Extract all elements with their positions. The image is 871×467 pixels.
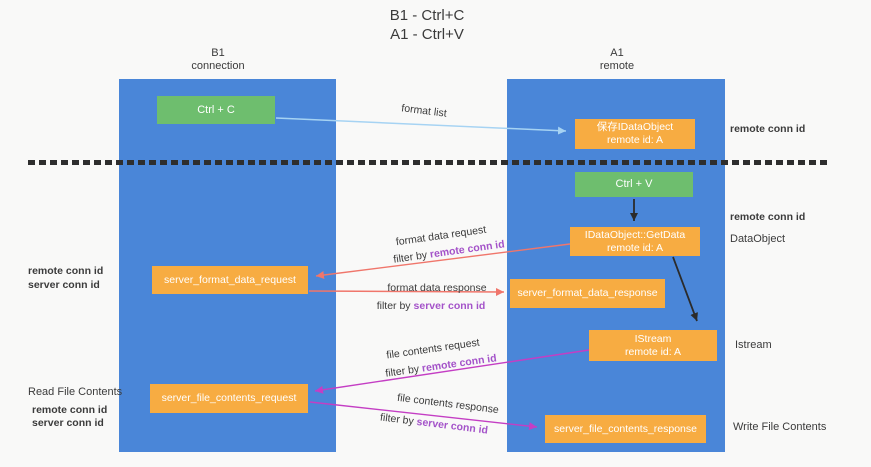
title-line-1: B1 - Ctrl+C: [389, 7, 465, 24]
format-list-label: format list: [400, 102, 448, 120]
server-format-data-request-label: server_format_data_request: [164, 273, 296, 286]
filter-by-text: filter by: [384, 363, 420, 380]
annotation-istream: Istream: [735, 339, 772, 351]
ctrl-v-label: Ctrl + V: [615, 178, 653, 190]
annotation-left-server-conn-id-1: server conn id: [28, 279, 100, 291]
remote-conn-id-text: remote conn id: [421, 352, 498, 375]
server-file-contents-request-node: server_file_contents_request: [150, 384, 308, 413]
filter-by-text: filter by: [392, 249, 428, 266]
getdata-line1: IDataObject::GetData: [584, 228, 686, 241]
file-contents-response-label: file contents response: [396, 391, 500, 417]
annotation-left-remote-conn-id-1: remote conn id: [28, 265, 104, 277]
right-column-subtitle: remote: [599, 60, 635, 72]
right-column-name: A1: [610, 47, 624, 59]
ctrl-c-node: Ctrl + C: [157, 96, 275, 124]
left-column-subtitle: connection: [191, 60, 245, 72]
title-line-2: A1 - Ctrl+V: [390, 26, 464, 43]
server-conn-id-text: server conn id: [413, 300, 486, 312]
getdata-node: IDataObject::GetData remote id: A: [570, 227, 700, 256]
format-data-response-label: format data response: [387, 282, 487, 294]
server-file-contents-request-label: server_file_contents_request: [161, 392, 297, 404]
istream-line1: IStream: [634, 332, 672, 345]
save-dataobject-node: 保存IDataObject remote id: A: [575, 119, 695, 149]
right-column-header: A1 remote: [567, 47, 667, 73]
annotation-left-server-conn-id-2: server conn id: [32, 417, 104, 429]
left-column-header: B1 connection: [168, 47, 268, 73]
left-column-name: B1: [211, 47, 225, 59]
ctrl-c-label: Ctrl + C: [197, 103, 235, 116]
session-separator-line: [28, 160, 830, 165]
annotation-left-remote-conn-id-2: remote conn id: [32, 404, 108, 416]
getdata-line2: remote id: A: [606, 241, 664, 254]
ctrl-v-node: Ctrl + V: [575, 172, 693, 197]
save-dataobject-line2: remote id: A: [606, 134, 664, 146]
filter-by-text: filter by: [376, 300, 411, 312]
save-dataobject-line1: 保存IDataObject: [596, 121, 674, 133]
server-file-contents-response-node: server_file_contents_response: [545, 415, 706, 443]
annotation-dataobject: DataObject: [730, 233, 786, 245]
server-format-data-response-node: server_format_data_response: [510, 279, 665, 308]
server-conn-id-text: server conn id: [415, 415, 489, 437]
annotation-write-file-contents: Write File Contents: [733, 421, 827, 433]
annotation-remote-conn-id-mid: remote conn id: [730, 211, 806, 223]
annotation-read-file-contents: Read File Contents: [28, 386, 123, 398]
annotation-remote-conn-id-top: remote conn id: [730, 123, 806, 135]
istream-node: IStream remote id: A: [589, 330, 717, 361]
filter-by-text: filter by: [379, 411, 415, 428]
server-format-data-response-label: server_format_data_response: [517, 287, 658, 299]
server-file-contents-response-label: server_file_contents_response: [553, 422, 697, 435]
page-title: B1 - Ctrl+C A1 - Ctrl+V: [327, 6, 527, 44]
istream-line2: remote id: A: [624, 345, 682, 358]
server-format-data-request-node: server_format_data_request: [152, 266, 308, 294]
